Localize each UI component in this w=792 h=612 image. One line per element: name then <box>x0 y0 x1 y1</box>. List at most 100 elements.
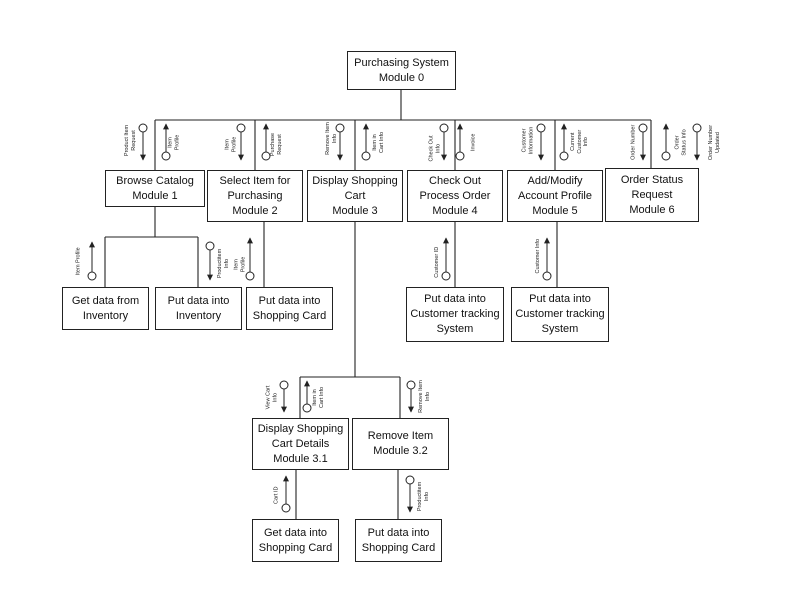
module-label-line: Customer tracking <box>410 308 500 320</box>
module-label-line: Module 5 <box>532 204 578 217</box>
module-label-line: Put data into <box>167 294 230 307</box>
module-label-line: Check Out <box>429 174 481 187</box>
couple-label-c2_out: Purchase Request <box>269 132 283 156</box>
data-couple <box>692 123 702 161</box>
module-label-line: Module 2 <box>232 204 278 217</box>
module-label-line: Put data into <box>367 526 430 539</box>
module-label-line: Put data into <box>424 293 486 305</box>
data-couple <box>406 380 416 413</box>
data-couple <box>638 123 648 161</box>
couple-label-c6_extra: Order Number Updated <box>707 124 721 160</box>
data-couple <box>261 123 271 161</box>
couple-label-c6_in: Order Number <box>629 124 636 160</box>
couple-label-c31_in: View Cart Info <box>265 385 278 409</box>
couple-label-c5a: Customer Info <box>534 238 541 274</box>
couple-label-c1b: Productitem Info <box>216 248 230 278</box>
module-label-line: Display Shopping <box>312 174 398 187</box>
couple-label-c32a: Productitem Info <box>416 481 430 511</box>
couple-label-c4a: Customer ID <box>433 246 440 278</box>
data-couple <box>536 123 546 161</box>
data-couple <box>542 237 552 281</box>
module-label-line: System <box>541 323 579 335</box>
couple-label-c3_in: Remove Item Info <box>324 121 337 155</box>
module-label-line: Module 3 <box>332 204 378 217</box>
couple-label-c2_in: Item Profile <box>224 136 237 152</box>
module-label-line: Browse Catalog <box>116 174 194 187</box>
data-couple <box>559 123 569 161</box>
data-couple <box>361 123 371 161</box>
module-label-line: Module 4 <box>432 204 478 217</box>
couple-label-c5_in: Customer Information <box>521 126 534 154</box>
module-label-line: Customer tracking <box>515 308 605 320</box>
module-label-line: Display Shopping <box>257 422 344 435</box>
module-label-line: Cart <box>344 189 366 202</box>
module-label-line: Inventory <box>82 309 129 322</box>
module-label-line: Shopping Card <box>258 541 333 554</box>
data-couple <box>335 123 345 161</box>
module-label-line: Shopping Card <box>361 541 436 554</box>
data-couple <box>205 241 215 281</box>
couple-label-c4_in: Check Out Info <box>428 135 441 161</box>
data-couple <box>405 475 415 513</box>
module-label-line: Module 0 <box>378 71 425 84</box>
module-label-line: Purchasing <box>227 189 283 202</box>
module-label-line: Module 3.2 <box>373 445 428 457</box>
module-label-line: Purchasing System <box>354 56 449 69</box>
couple-label-c5_out: Current Customer Info <box>570 129 590 154</box>
module-label-line: Put data into <box>258 294 321 307</box>
couple-label-c1_out: Item Profile <box>167 134 180 150</box>
couple-label-c6_out: Order Status Info <box>674 128 688 156</box>
module-label-line: Cart Details <box>271 437 330 450</box>
couple-label-c31a: Cart ID <box>272 486 279 504</box>
module-label-line: Module 6 <box>629 203 675 216</box>
data-couple <box>245 237 255 281</box>
module-label-line: Remove Item <box>367 430 434 442</box>
data-couple <box>87 241 97 281</box>
couple-label-c31_out: Item in Cart Info <box>311 386 325 408</box>
data-couple <box>138 123 148 161</box>
data-couple <box>455 123 465 161</box>
data-couple <box>302 380 312 413</box>
couple-label-c3_out: Item in Cart Info <box>371 131 385 153</box>
module-label-line: Request <box>631 188 673 201</box>
module-label-line: Account Profile <box>518 189 592 202</box>
couple-label-c1a: Item Profile <box>75 246 82 275</box>
module-label-line: Get data into <box>264 526 327 539</box>
module-label-line: Select Item for <box>219 174 291 187</box>
data-couple <box>661 123 671 161</box>
couple-label-c4_out: Invoice <box>469 133 476 151</box>
module-label-line: Module 1 <box>132 189 178 202</box>
connector-lines <box>104 90 652 519</box>
module-label-line: Process Order <box>419 189 491 202</box>
data-couple <box>281 475 291 513</box>
data-couples <box>87 123 702 513</box>
data-couple <box>279 380 289 413</box>
data-couple <box>236 123 246 161</box>
module-label-line: Put data into <box>529 293 591 305</box>
module-label-line: Order Status <box>620 173 684 186</box>
module-label-line: Inventory <box>175 309 222 322</box>
module-label-line: Module 3.1 <box>273 452 328 465</box>
couple-label-c1_in: Product Item Request <box>123 124 137 156</box>
module-label-line: Add/Modify <box>527 174 583 187</box>
module-label-line: Shopping Card <box>252 309 327 322</box>
module-label-line: Get data from <box>71 294 140 307</box>
data-couple <box>439 123 449 161</box>
couple-label-c32: Remove Item Info <box>417 379 430 413</box>
couple-label-c2a: Item Profile <box>233 256 246 272</box>
